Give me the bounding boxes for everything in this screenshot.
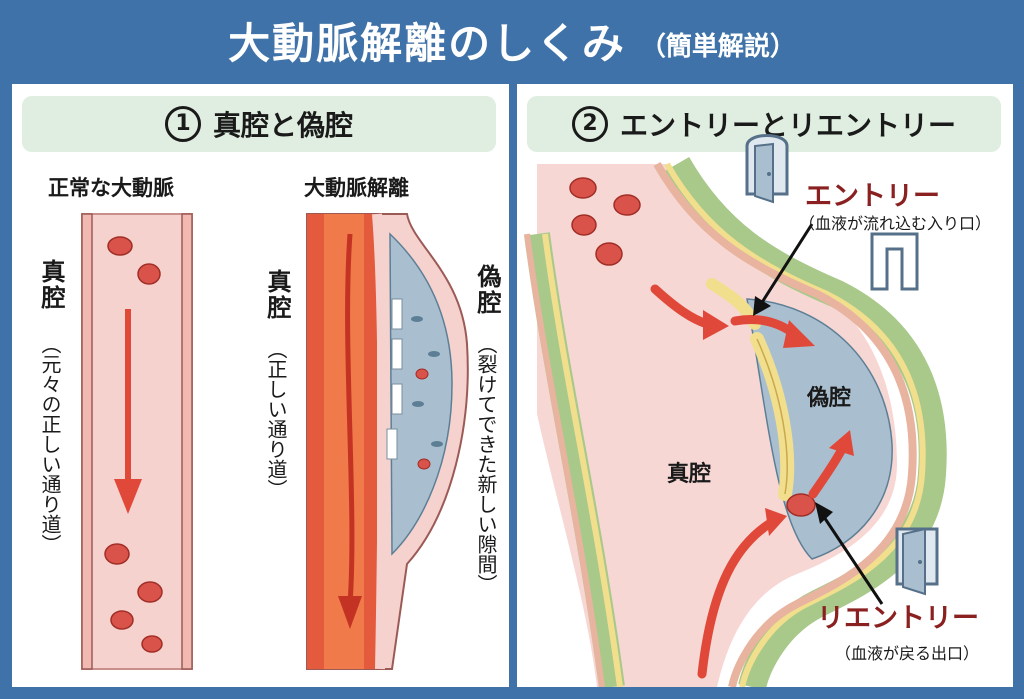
true-lumen-label: 真腔 [263,269,291,321]
reentry-sub: （血液が戻る出口） [835,644,980,663]
right-panel-number: 2 [571,106,608,142]
panel-entry-reentry: 2 エントリーとリエントリー [517,84,1013,687]
open-door-icon [745,134,789,204]
normal-aorta-drawing [81,213,469,670]
gate-icon [870,232,919,291]
false-lumen-label-right: 偽腔 [807,386,852,411]
normal-aorta-label: 正常な大動脈 [48,176,174,200]
right-panel-heading: エントリーとリエントリー [619,109,956,142]
false-lumen-sub: （裂けてできた新しい隙間） [474,334,498,594]
title-sub: （簡単解説） [639,31,796,62]
false-lumen-label: 偽腔 [473,264,501,316]
entry-reentry-drawing [524,134,947,687]
entry-label: エントリー [805,181,940,212]
figure-title: 大動脈解離のしくみ （簡単解説） [0,0,1024,80]
panel-true-false-lumen: 1 真腔と偽腔 正常な大動脈 大動脈解離 [12,84,509,687]
reentry-label: リエントリー [817,603,979,634]
red-blood-cell-icon [569,177,816,517]
left-panel-header: 1 真腔と偽腔 [22,96,496,152]
true-lumen-sub: （正しい通り道） [264,339,288,499]
left-panel-heading: 真腔と偽腔 [212,109,353,142]
red-blood-cell-icon [104,236,163,653]
title-main: 大動脈解離のしくみ [228,18,626,68]
entry-sub: （血液が流れ込む入り口） [799,214,992,233]
normal-true-lumen-sub: （元々の正しい通り道） [38,334,62,554]
left-panel-number: 1 [164,106,201,142]
normal-true-lumen-label: 真腔 [37,259,65,311]
open-door-icon [895,527,939,596]
true-lumen-label-right: 真腔 [667,462,712,487]
dissection-label: 大動脈解離 [304,176,409,200]
